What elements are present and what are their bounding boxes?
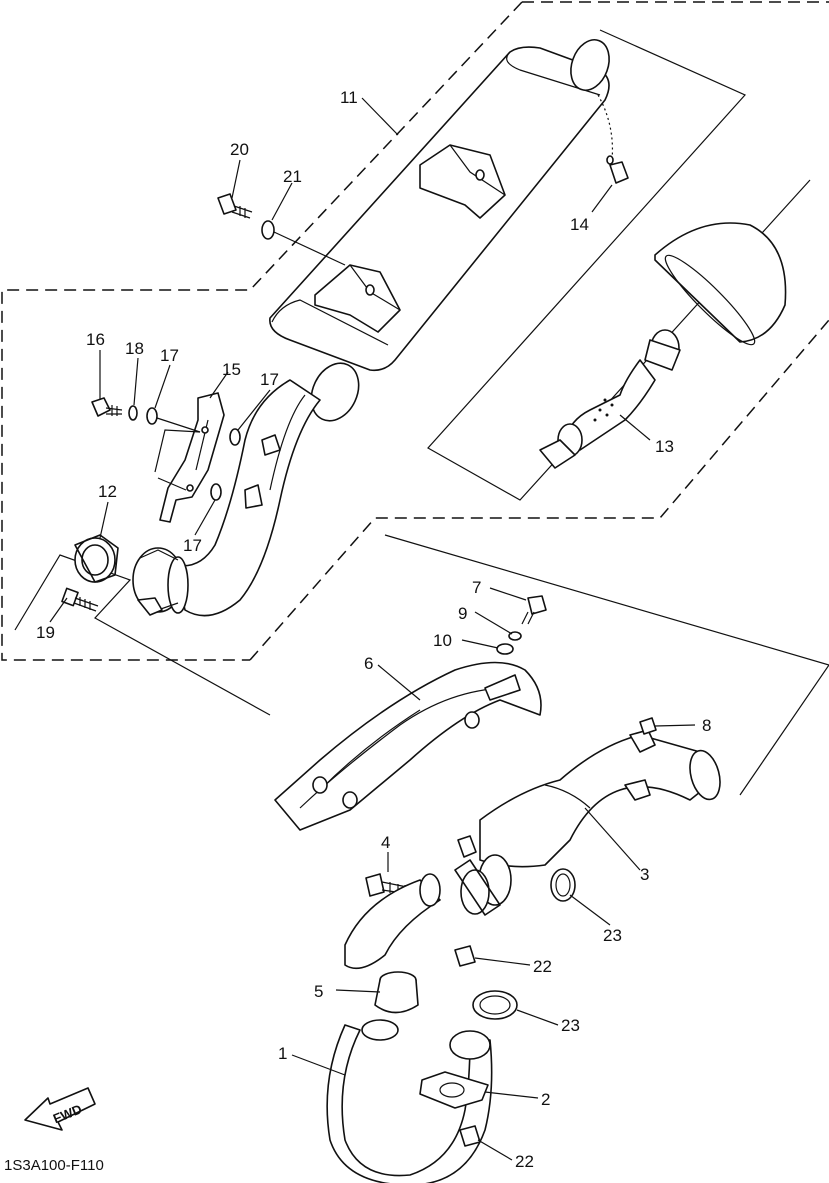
bolt-7: [521, 595, 547, 625]
callout-22b: 22: [515, 1152, 534, 1171]
callout-17a: 17: [160, 346, 179, 365]
gasket-5: [374, 971, 419, 1014]
diagram-code: 1S3A100-F110: [4, 1157, 104, 1174]
callout-9: 9: [458, 604, 467, 623]
clip-8: [639, 717, 657, 735]
washer-17b: [229, 428, 241, 446]
nut-22-lower: [459, 1125, 481, 1147]
callout-21: 21: [283, 167, 302, 186]
collector-flange: [454, 835, 512, 916]
exhaust-pipe-3: [479, 729, 721, 868]
washer-18: [128, 405, 138, 421]
gasket-ring-12: [74, 534, 119, 583]
header-sleeve: [344, 873, 441, 970]
callout-23a: 23: [603, 926, 622, 945]
heat-cover-6: [274, 661, 542, 831]
callout-20: 20: [230, 140, 249, 159]
callout-16: 16: [86, 330, 105, 349]
header-pipe-1: [326, 1019, 493, 1183]
washer-17a: [146, 407, 201, 433]
callout-7: 7: [472, 578, 481, 597]
ring-box-outline: [14, 554, 271, 716]
mount-tab-upper: [261, 434, 281, 456]
callout-15: 15: [222, 360, 241, 379]
callout-4: 4: [381, 833, 390, 852]
callout-1: 1: [278, 1044, 287, 1063]
callout-2: 2: [541, 1090, 550, 1109]
bolt-16: [91, 397, 123, 417]
mount-tab-lower: [244, 484, 263, 509]
end-cap: [654, 222, 787, 346]
callout-5: 5: [314, 982, 323, 1001]
callout-17c: 17: [183, 536, 202, 555]
callout-14: 14: [570, 215, 589, 234]
bracket-15: [154, 392, 225, 523]
fwd-arrow-icon: FWD: [24, 1087, 96, 1131]
washer-10: [496, 643, 514, 655]
spark-arrester-13: [539, 329, 681, 469]
nut-22-upper: [454, 945, 476, 967]
inlet-clamp: [132, 547, 189, 616]
callout-3: 3: [640, 865, 649, 884]
muffler-group-outline: [1, 1, 829, 661]
muffler-inlet-pipe: [174, 362, 360, 617]
callout-labels: 11 20 21 14 16 18 17 15 17 13 12 17 7 9 …: [36, 88, 711, 1171]
cover-box-outline: [384, 534, 829, 796]
washer-21: [261, 220, 346, 266]
flange-2: [419, 1071, 489, 1109]
gasket-23-upper: [550, 868, 576, 902]
washer-17c: [210, 483, 222, 501]
callout-17b: 17: [260, 370, 279, 389]
muffler-box-outline: [427, 29, 811, 501]
callout-12: 12: [98, 482, 117, 501]
callout-19: 19: [36, 623, 55, 642]
screw-14: [606, 155, 629, 184]
silencer-body: [269, 39, 614, 372]
gasket-23-lower: [472, 990, 518, 1020]
callout-11: 11: [340, 88, 358, 107]
callout-23b: 23: [561, 1016, 580, 1035]
bolt-20: [217, 193, 253, 219]
callout-8: 8: [702, 716, 711, 735]
callout-6: 6: [364, 654, 373, 673]
bolt-19: [61, 587, 99, 612]
leader-lines: [49, 97, 696, 1161]
callout-18: 18: [125, 339, 144, 358]
callout-13: 13: [655, 437, 674, 456]
callout-10: 10: [433, 631, 452, 650]
callout-22a: 22: [533, 957, 552, 976]
